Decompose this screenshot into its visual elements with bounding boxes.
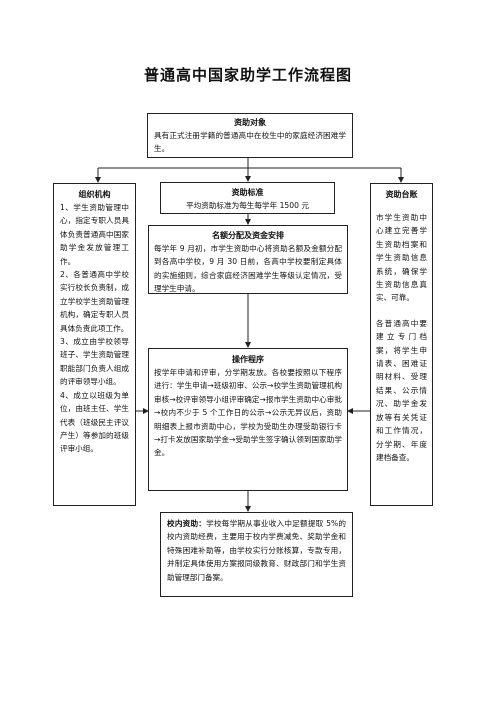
target-box: 资助对象 具有正式注册学籍的普通高中在校生中的家庭经济困难学生。 — [147, 113, 353, 158]
target-text: 具有正式注册学籍的普通高中在校生中的家庭经济困难学生。 — [154, 131, 346, 154]
ledger-heading: 资助台账 — [385, 190, 418, 199]
quota-box: 名额分配及资金安排 每学年 9 月初，市学生资助中心将资助名额及金额分配到各高中… — [148, 225, 348, 294]
org-item-4: 4、成立以班级为单位，由班主任、学生代表（班级民主评议产生）等参加的班级评审小组… — [60, 390, 129, 454]
standard-heading: 资助标准 — [231, 188, 264, 197]
org-box: 组织机构 1、学生资助管理中心，指定专职人员具体负责普通高中国家助学金发放管理工… — [53, 183, 136, 506]
procedure-box: 操作程序 按学年申请和评审，分学期发放。各校要按照以下程序进行：学生申请→班级初… — [148, 348, 348, 491]
org-item-2: 2、各普通高中学校实行校长负责制，成立学校学生资助管理机构，确定专职人员具体负责… — [60, 270, 129, 333]
ledger-box: 资助台账 市学生资助中心建立完善学生资助档案和学生资助信息系统，确保学生资助信息… — [370, 183, 433, 506]
target-heading: 资助对象 — [234, 118, 266, 127]
school-heading: 校内资助： — [167, 519, 207, 528]
standard-box: 资助标准 平均资助标准为每生每学年 1500 元 — [160, 182, 335, 214]
org-item-3: 3、成立由学校领导班子、学生资助管理职能部门负责人组成的评审领导小组。 — [60, 337, 129, 387]
org-heading: 组织机构 — [78, 190, 111, 199]
procedure-heading: 操作程序 — [232, 355, 264, 364]
standard-text: 平均资助标准为每生每学年 1500 元 — [186, 201, 309, 210]
ledger-text-1: 市学生资助中心建立完善学生资助档案和学生资助信息系统，确保学生资助信息真实、可靠… — [376, 213, 427, 303]
school-box: 校内资助：学校每学期从事业收入中足额提取 5%的校内资助经费，主要用于校内学费减… — [160, 512, 353, 597]
quota-text: 每学年 9 月初，市学生资助中心将资助名额及金额分配到各高中学校，9 月 30 … — [154, 244, 342, 294]
quota-heading: 名额分配及资金安排 — [212, 231, 284, 240]
school-text: 学校每学期从事业收入中足额提取 5%的校内资助经费，主要用于校内学费减免、奖助学… — [167, 519, 346, 582]
procedure-text: 按学年申请和评审，分学期发放。各校要按照以下程序进行：学生申请→班级初审、公示→… — [154, 368, 342, 458]
ledger-text-2: 各普通高中要建立专门档案，将学生申请表、困难证明材料、受理结果、公示情况、助学金… — [376, 318, 427, 462]
page-title: 普通高中国家助学工作流程图 — [143, 66, 352, 84]
org-item-1: 1、学生资助管理中心，指定专职人员具体负责普通高中国家助学金发放管理工作。 — [60, 203, 129, 266]
